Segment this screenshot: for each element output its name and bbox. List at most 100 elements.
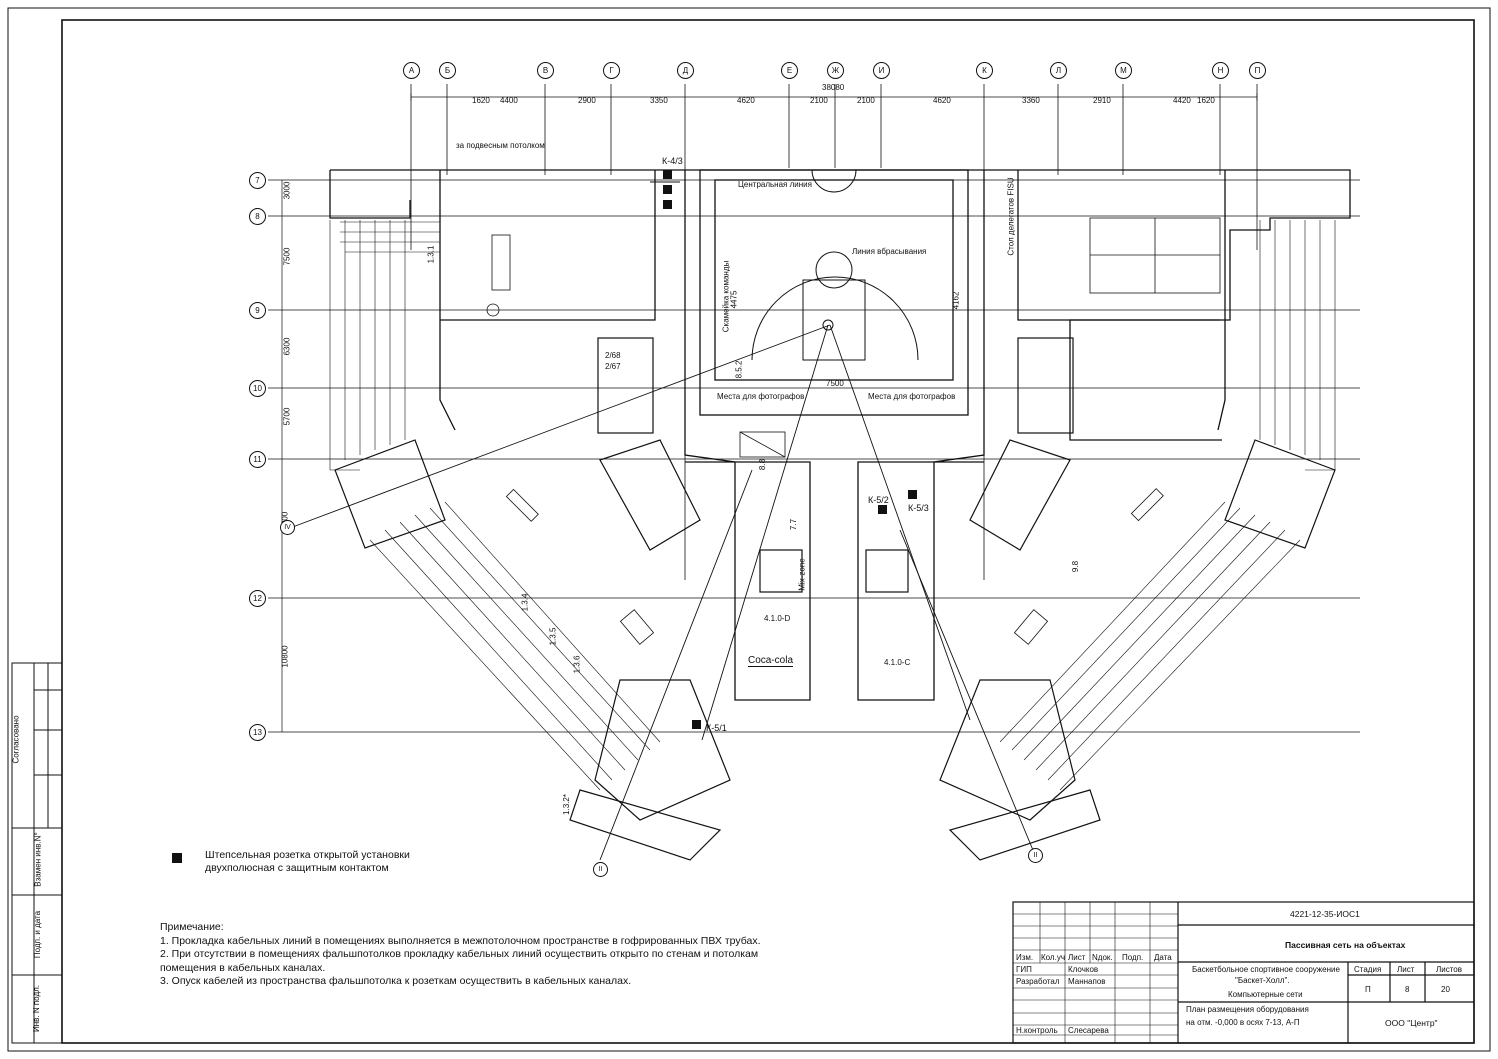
dim-label: 2900 xyxy=(578,96,596,105)
grid-verticals xyxy=(410,84,1258,580)
tb-name: Маннапов xyxy=(1068,977,1106,986)
dim-label: 4475 xyxy=(729,290,739,309)
dim-label: 7500 xyxy=(826,379,844,388)
dim-label: 6300 xyxy=(282,337,292,356)
axis-bubble: Д xyxy=(677,62,694,79)
axis-bubble: М xyxy=(1115,62,1132,79)
cable-routes xyxy=(289,181,1036,861)
room-label: 2/68 xyxy=(605,351,621,360)
axis-bubble: 9 xyxy=(249,302,266,319)
tb-col: Кол.уч xyxy=(1041,953,1065,962)
tb-col: Подп. xyxy=(1122,953,1144,962)
dim-label: 2910 xyxy=(1093,96,1111,105)
socket-label-k52: К-5/2 xyxy=(868,495,889,505)
room-label: 1.3.2* xyxy=(561,794,571,815)
title-block-frame xyxy=(1012,901,1475,1044)
dim-label: 4162 xyxy=(951,291,961,310)
stamp-inv-sign: Инв. N подл. xyxy=(32,984,42,1033)
axis-bubble: Л xyxy=(1050,62,1067,79)
room-label: 1.3.4 xyxy=(520,593,530,612)
axis-bubble: В xyxy=(537,62,554,79)
axis-bubble: 11 xyxy=(249,451,266,468)
socket-label-k51: К-5/1 xyxy=(706,723,727,733)
axis-bubble: Ж xyxy=(827,62,844,79)
axis-bubble: 10 xyxy=(249,380,266,397)
notes-block: Примечание: 1. Прокладка кабельных линий… xyxy=(160,921,761,989)
dim-label: 5700 xyxy=(282,407,292,426)
mix-zone-label: Mix-zone xyxy=(797,558,807,591)
axis-bubble: И xyxy=(873,62,890,79)
dim-label: 3000 xyxy=(282,181,292,200)
stair-cores xyxy=(334,337,1336,861)
socket-label-k43: К-4/3 xyxy=(662,156,683,166)
room-label: 1.3.5 xyxy=(548,627,558,646)
stamp-agreed: Согласовано xyxy=(11,715,21,764)
axis-bubble: Е xyxy=(781,62,798,79)
dim-label: 10800 xyxy=(280,645,290,668)
axis-bubble: 8 xyxy=(249,208,266,225)
dim-label: 2100 xyxy=(857,96,875,105)
axis-bubble: Г xyxy=(603,62,620,79)
rooms xyxy=(486,217,1221,645)
throw-line-label: Линия вбрасывания xyxy=(852,247,927,256)
object-name: Компьютерные сети xyxy=(1228,990,1303,999)
dim-label: 8.8 xyxy=(758,458,768,471)
axis-bubble: К xyxy=(976,62,993,79)
tb-col: Nдок. xyxy=(1092,953,1113,962)
socket-markers xyxy=(172,170,917,863)
axis-bubble: Б xyxy=(439,62,456,79)
room-label: 4.1.0-D xyxy=(764,614,791,623)
axis-bubble: П xyxy=(1249,62,1266,79)
tb-col: Лист xyxy=(1068,953,1086,962)
org-name: ООО "Центр" xyxy=(1385,1018,1438,1028)
side-stamp-frame xyxy=(11,662,63,1044)
axis-bubble: 12 xyxy=(249,590,266,607)
basketball-court xyxy=(751,169,919,361)
stage-header: Стадия xyxy=(1354,965,1382,974)
tb-col: Изм. xyxy=(1016,953,1034,962)
doc-code: 4221-12-35-ИОС1 xyxy=(1290,909,1360,919)
tb-name: Клочков xyxy=(1068,965,1099,974)
note-item: 1. Прокладка кабельных линий в помещения… xyxy=(160,934,761,947)
title-block-grid xyxy=(1013,902,1178,1043)
room-label: 1.3.1 xyxy=(426,245,436,264)
legend-line: Штепсельная розетка открытой установки xyxy=(205,849,410,861)
dim-label: 3360 xyxy=(1022,96,1040,105)
central-line-label: Центральная линия xyxy=(738,180,812,189)
ceiling-label: за подвесным потолком xyxy=(456,141,545,150)
dim-label: 7500 xyxy=(282,247,292,266)
sheet-header: Лист xyxy=(1397,965,1415,974)
judge-table-label: Стол делегатов FISU xyxy=(1006,177,1016,256)
sheets-value: 20 xyxy=(1441,985,1450,994)
tb-role: Разработал xyxy=(1016,977,1060,986)
dim-label: 4620 xyxy=(737,96,755,105)
dim-label: 4620 xyxy=(933,96,951,105)
dim-label: 4420 xyxy=(1173,96,1191,105)
photo-zone-label: Места для фотографов xyxy=(717,392,805,401)
legend-line: двухполюсная с защитным контактом xyxy=(205,862,389,874)
notes-title: Примечание: xyxy=(160,921,224,933)
photo-zone-label: Места для фотографов xyxy=(868,392,956,401)
dim-label: 4400 xyxy=(500,96,518,105)
axis-bubble: А xyxy=(403,62,420,79)
axis-bubble: 7 xyxy=(249,172,266,189)
section-title: Пассивная сеть на объектах xyxy=(1285,940,1406,950)
stamp-replace-inv: Взамен инв.N° xyxy=(33,832,43,887)
dim-label: 7.7 xyxy=(789,518,799,531)
building-walls xyxy=(329,169,1351,701)
legend: Штепсельная розетка открытой установки д… xyxy=(205,849,410,875)
axis-bubble: Н xyxy=(1212,62,1229,79)
dimension-lines xyxy=(281,93,1258,732)
tb-role: ГИП xyxy=(1016,965,1032,974)
sheet-value: 8 xyxy=(1405,985,1410,994)
sheet-title: План размещения оборудования xyxy=(1186,1005,1309,1014)
room-label: 1.3.6 xyxy=(572,655,582,674)
dim-label: 1620 xyxy=(472,96,490,105)
dim-label: 8.5.2 xyxy=(734,360,744,379)
note-item: 2. При отсутствии в помещениях фальшпото… xyxy=(160,948,759,960)
dim-label: 2100 xyxy=(810,96,828,105)
stamp-sign-date: Подп. и дата xyxy=(33,910,43,959)
dim-label: 3350 xyxy=(650,96,668,105)
sheets-header: Листов xyxy=(1436,965,1462,974)
